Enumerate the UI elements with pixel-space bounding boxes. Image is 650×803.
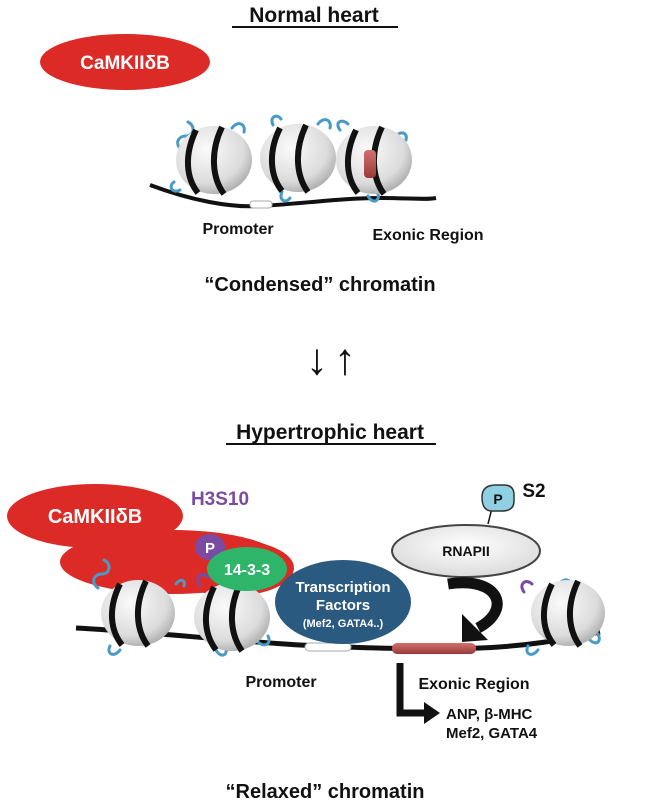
gene-output-arrow-icon [396, 663, 428, 717]
promoter-region-bottom [304, 642, 352, 652]
up-arrow-icon: ↑ [334, 335, 356, 384]
promoter-label-bottom: Promoter [245, 674, 316, 691]
exon-region-top [364, 150, 376, 178]
relaxed-chromatin-label: “Relaxed” chromatin [226, 781, 425, 803]
svg-text:P: P [205, 540, 215, 557]
nucleosome-bottom-1 [101, 579, 175, 648]
svg-text:CaMKIIδB: CaMKIIδB [80, 53, 170, 74]
s2-label: S2 [522, 481, 545, 502]
svg-text:Transcription: Transcription [295, 579, 390, 596]
histone-tail-purple-1 [196, 573, 210, 587]
nucleosome-bottom-3 [531, 579, 605, 648]
promoter-label-top: Promoter [202, 221, 273, 238]
hypertrophic-heart-title: Hypertrophic heart [236, 421, 424, 444]
adapter-14-3-3: 14-3-3 [207, 547, 287, 591]
nucleosome-top-3 [336, 125, 412, 196]
target-genes-line-2: Mef2, GATA4 [446, 725, 538, 742]
h3s10-label: H3S10 [191, 489, 249, 510]
exon-label-bottom: Exonic Region [418, 676, 529, 693]
histone-tails-top [169, 114, 408, 203]
svg-text:Factors: Factors [316, 597, 370, 614]
rna-polymerase-ii: RNAPII [391, 524, 541, 578]
nucleosome-bottom-2 [194, 582, 270, 653]
camkii-delta-b-enzyme-top: CaMKIIδB [40, 34, 210, 90]
svg-text:P: P [493, 491, 502, 507]
dna-strand-bottom [75, 625, 601, 652]
down-arrow-icon: ↓ [306, 335, 328, 384]
exon-region-bottom [392, 643, 476, 654]
transcription-factors: Transcription Factors (Mef2, GATA4..) [275, 560, 411, 644]
nucleosome-top-2 [260, 123, 336, 194]
nucleosome-top-1 [176, 125, 252, 196]
svg-text:14-3-3: 14-3-3 [224, 562, 270, 579]
promoter-region-top [249, 200, 273, 209]
normal-heart-title: Normal heart [249, 4, 379, 27]
condensed-chromatin-label: “Condensed” chromatin [204, 274, 435, 296]
h3s10-phospho-badge: P [195, 534, 225, 560]
s2-phospho-badge: P [481, 484, 515, 512]
transcription-curved-arrow-icon [447, 577, 503, 633]
histone-tail-purple-2 [520, 580, 534, 594]
svg-text:RNAPII: RNAPII [442, 543, 489, 559]
exon-label-top: Exonic Region [372, 227, 483, 244]
svg-text:(Mef2, GATA4..): (Mef2, GATA4..) [303, 618, 384, 630]
svg-text:CaMKIIδB: CaMKIIδB [48, 506, 142, 528]
target-genes-line-1: ANP, β-MHC [446, 706, 533, 723]
dna-strand-top [149, 183, 437, 209]
